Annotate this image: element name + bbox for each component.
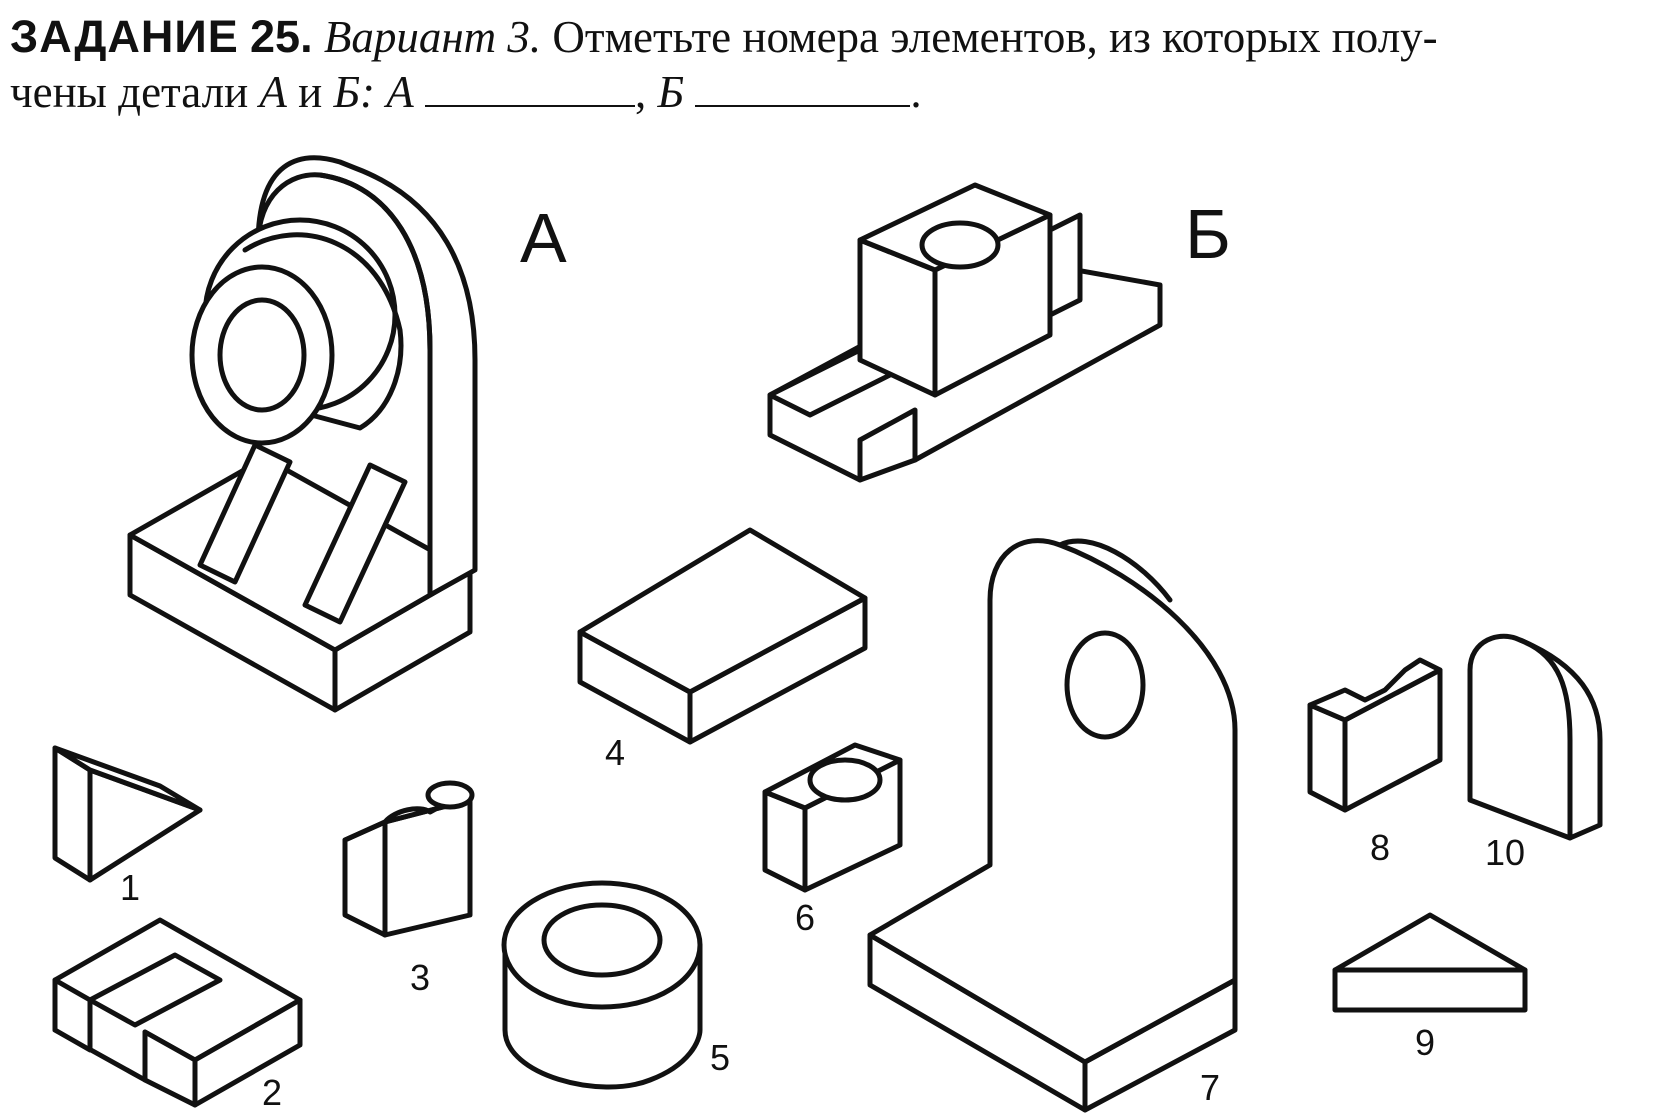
part-a-ref: А [259,67,287,117]
element-7-label: 7 [1200,1067,1220,1108]
element-5-label: 5 [710,1037,730,1078]
answer-a-blank[interactable] [425,69,636,107]
answer-a-label: А [386,67,414,117]
assembly-a-drawing [127,155,478,713]
answer-b-blank[interactable] [695,69,911,107]
parts-drawing: А Б 1 [52,155,1603,1113]
assembly-a-label: А [520,199,567,277]
part-b-ref: Б: [333,67,376,117]
assembly-b-label: Б [1185,195,1231,273]
answer-period: . [910,67,922,117]
task-header: ЗАДАНИЕ 25. Вариант 3. Отметьте номера э… [10,8,1650,118]
task-variant: Вариант 3. [323,12,542,62]
element-1-label: 1 [120,867,140,908]
element-1-drawing [52,745,203,883]
and-word: и [298,67,323,117]
answer-b-label: Б [657,67,685,117]
assembly-b-drawing [767,182,1163,483]
element-4-label: 4 [605,732,625,773]
element-6-label: 6 [795,897,815,938]
element-4-drawing [577,527,868,745]
task-line-2: чены детали А и Б: А , Б . [10,66,1650,118]
element-8-drawing [1307,657,1443,813]
task-line-1: ЗАДАНИЕ 25. Вариант 3. Отметьте номера э… [10,8,1650,66]
element-5-drawing [501,880,703,1090]
element-3-label: 3 [410,957,430,998]
task-instruction-1: Отметьте номера элементов, из которых по… [552,12,1438,62]
element-2-label: 2 [262,1072,282,1113]
element-3-drawing [342,780,475,938]
element-6-drawing [762,742,903,893]
element-9-drawing [1332,912,1528,1013]
task-instruction-2: чены детали [10,67,249,117]
element-8-label: 8 [1370,827,1390,868]
element-7-drawing [867,538,1238,1113]
element-10-label: 10 [1485,832,1525,873]
element-9-label: 9 [1415,1022,1435,1063]
element-2-drawing [52,917,303,1108]
task-number: 25. [250,11,313,62]
task-title: ЗАДАНИЕ [10,11,239,62]
element-10-drawing [1467,633,1603,841]
answer-comma: , [635,67,647,117]
